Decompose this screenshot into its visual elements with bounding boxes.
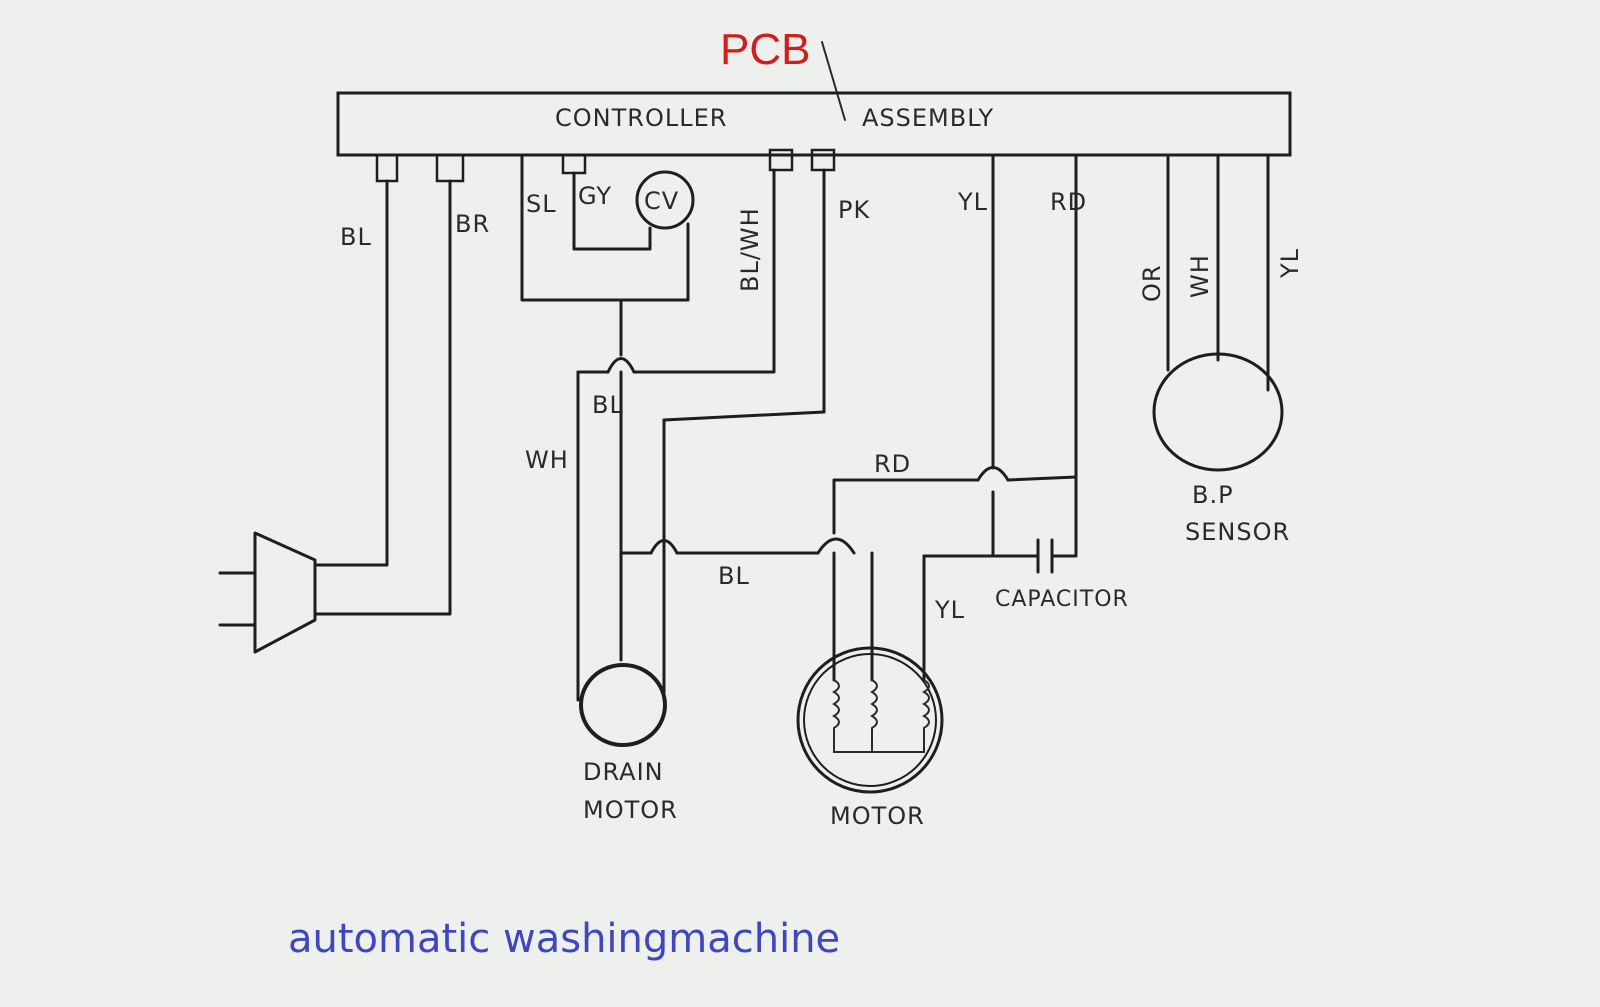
assembly-label: ASSEMBLY xyxy=(862,104,994,132)
controller-assembly-board xyxy=(336,91,1292,157)
diagram-caption: automatic washingmachine xyxy=(288,916,840,962)
wire-label-bl: BL xyxy=(340,223,372,251)
wire-br-plug xyxy=(313,179,452,616)
motor-inner-icon xyxy=(803,653,937,787)
wire-sl xyxy=(520,153,690,302)
drain-motor-label-1: DRAIN xyxy=(583,758,664,786)
cv-label: CV xyxy=(644,187,679,215)
motor-coil-3 xyxy=(922,679,930,729)
wire-label-yl-sensor: YL xyxy=(1276,248,1304,279)
sensor-label-2: SENSOR xyxy=(1185,518,1290,546)
wire-crossover-motor xyxy=(816,537,856,555)
wire-label-wh-sensor: WH xyxy=(1186,254,1214,298)
wire-label-rd-mid: RD xyxy=(874,450,911,478)
pcb-label: PCB xyxy=(720,25,810,74)
connector-bl xyxy=(375,153,399,183)
wire-label-pk: PK xyxy=(838,196,870,224)
wire-label-yl-motor: YL xyxy=(934,596,965,624)
motor-label: MOTOR xyxy=(830,802,925,830)
wire-label-bl-mid: BL xyxy=(592,391,624,419)
wire-rd-mid-a xyxy=(832,478,980,535)
controller-label: CONTROLLER xyxy=(555,104,727,132)
wire-crossover-top xyxy=(606,357,636,374)
bp-sensor-icon xyxy=(1152,352,1284,472)
wire-label-bl-wh: BL/WH xyxy=(736,207,764,292)
wire-bl-wh xyxy=(632,168,776,374)
connector-pk xyxy=(810,148,836,172)
connector-br xyxy=(435,153,465,183)
capacitor-label: CAPACITOR xyxy=(995,587,1129,612)
cv-valve-icon xyxy=(635,170,695,230)
drain-motor-label-2: MOTOR xyxy=(583,796,678,824)
sensor-label-1: B.P xyxy=(1192,481,1234,509)
wire-label-rd-top: RD xyxy=(1050,188,1087,216)
wire-bl-plug xyxy=(313,179,389,567)
wire-label-wh-mid: WH xyxy=(525,446,569,474)
connector-bl-wh xyxy=(768,148,794,172)
motor-coil-1 xyxy=(832,679,840,729)
wire-label-gy: GY xyxy=(578,182,612,210)
connector-gy xyxy=(561,153,587,175)
wire-label-br: BR xyxy=(455,210,490,238)
motor-common xyxy=(833,727,925,753)
wire-label-sl: SL xyxy=(526,190,557,218)
wire-gy xyxy=(572,171,652,251)
wire-label-bl-low: BL xyxy=(718,562,750,590)
drain-motor-icon xyxy=(579,663,667,747)
wire-crossover-low xyxy=(649,539,679,555)
wire-label-or: OR xyxy=(1138,264,1166,302)
pcb-leader-line xyxy=(821,41,846,121)
wire-cap-rd xyxy=(1050,475,1078,558)
wire-label-yl-top: YL xyxy=(957,188,988,216)
wire-pk xyxy=(662,168,826,422)
motor-outer-icon xyxy=(796,646,944,794)
motor-coil-2 xyxy=(870,679,878,729)
power-plug-icon xyxy=(253,531,317,654)
